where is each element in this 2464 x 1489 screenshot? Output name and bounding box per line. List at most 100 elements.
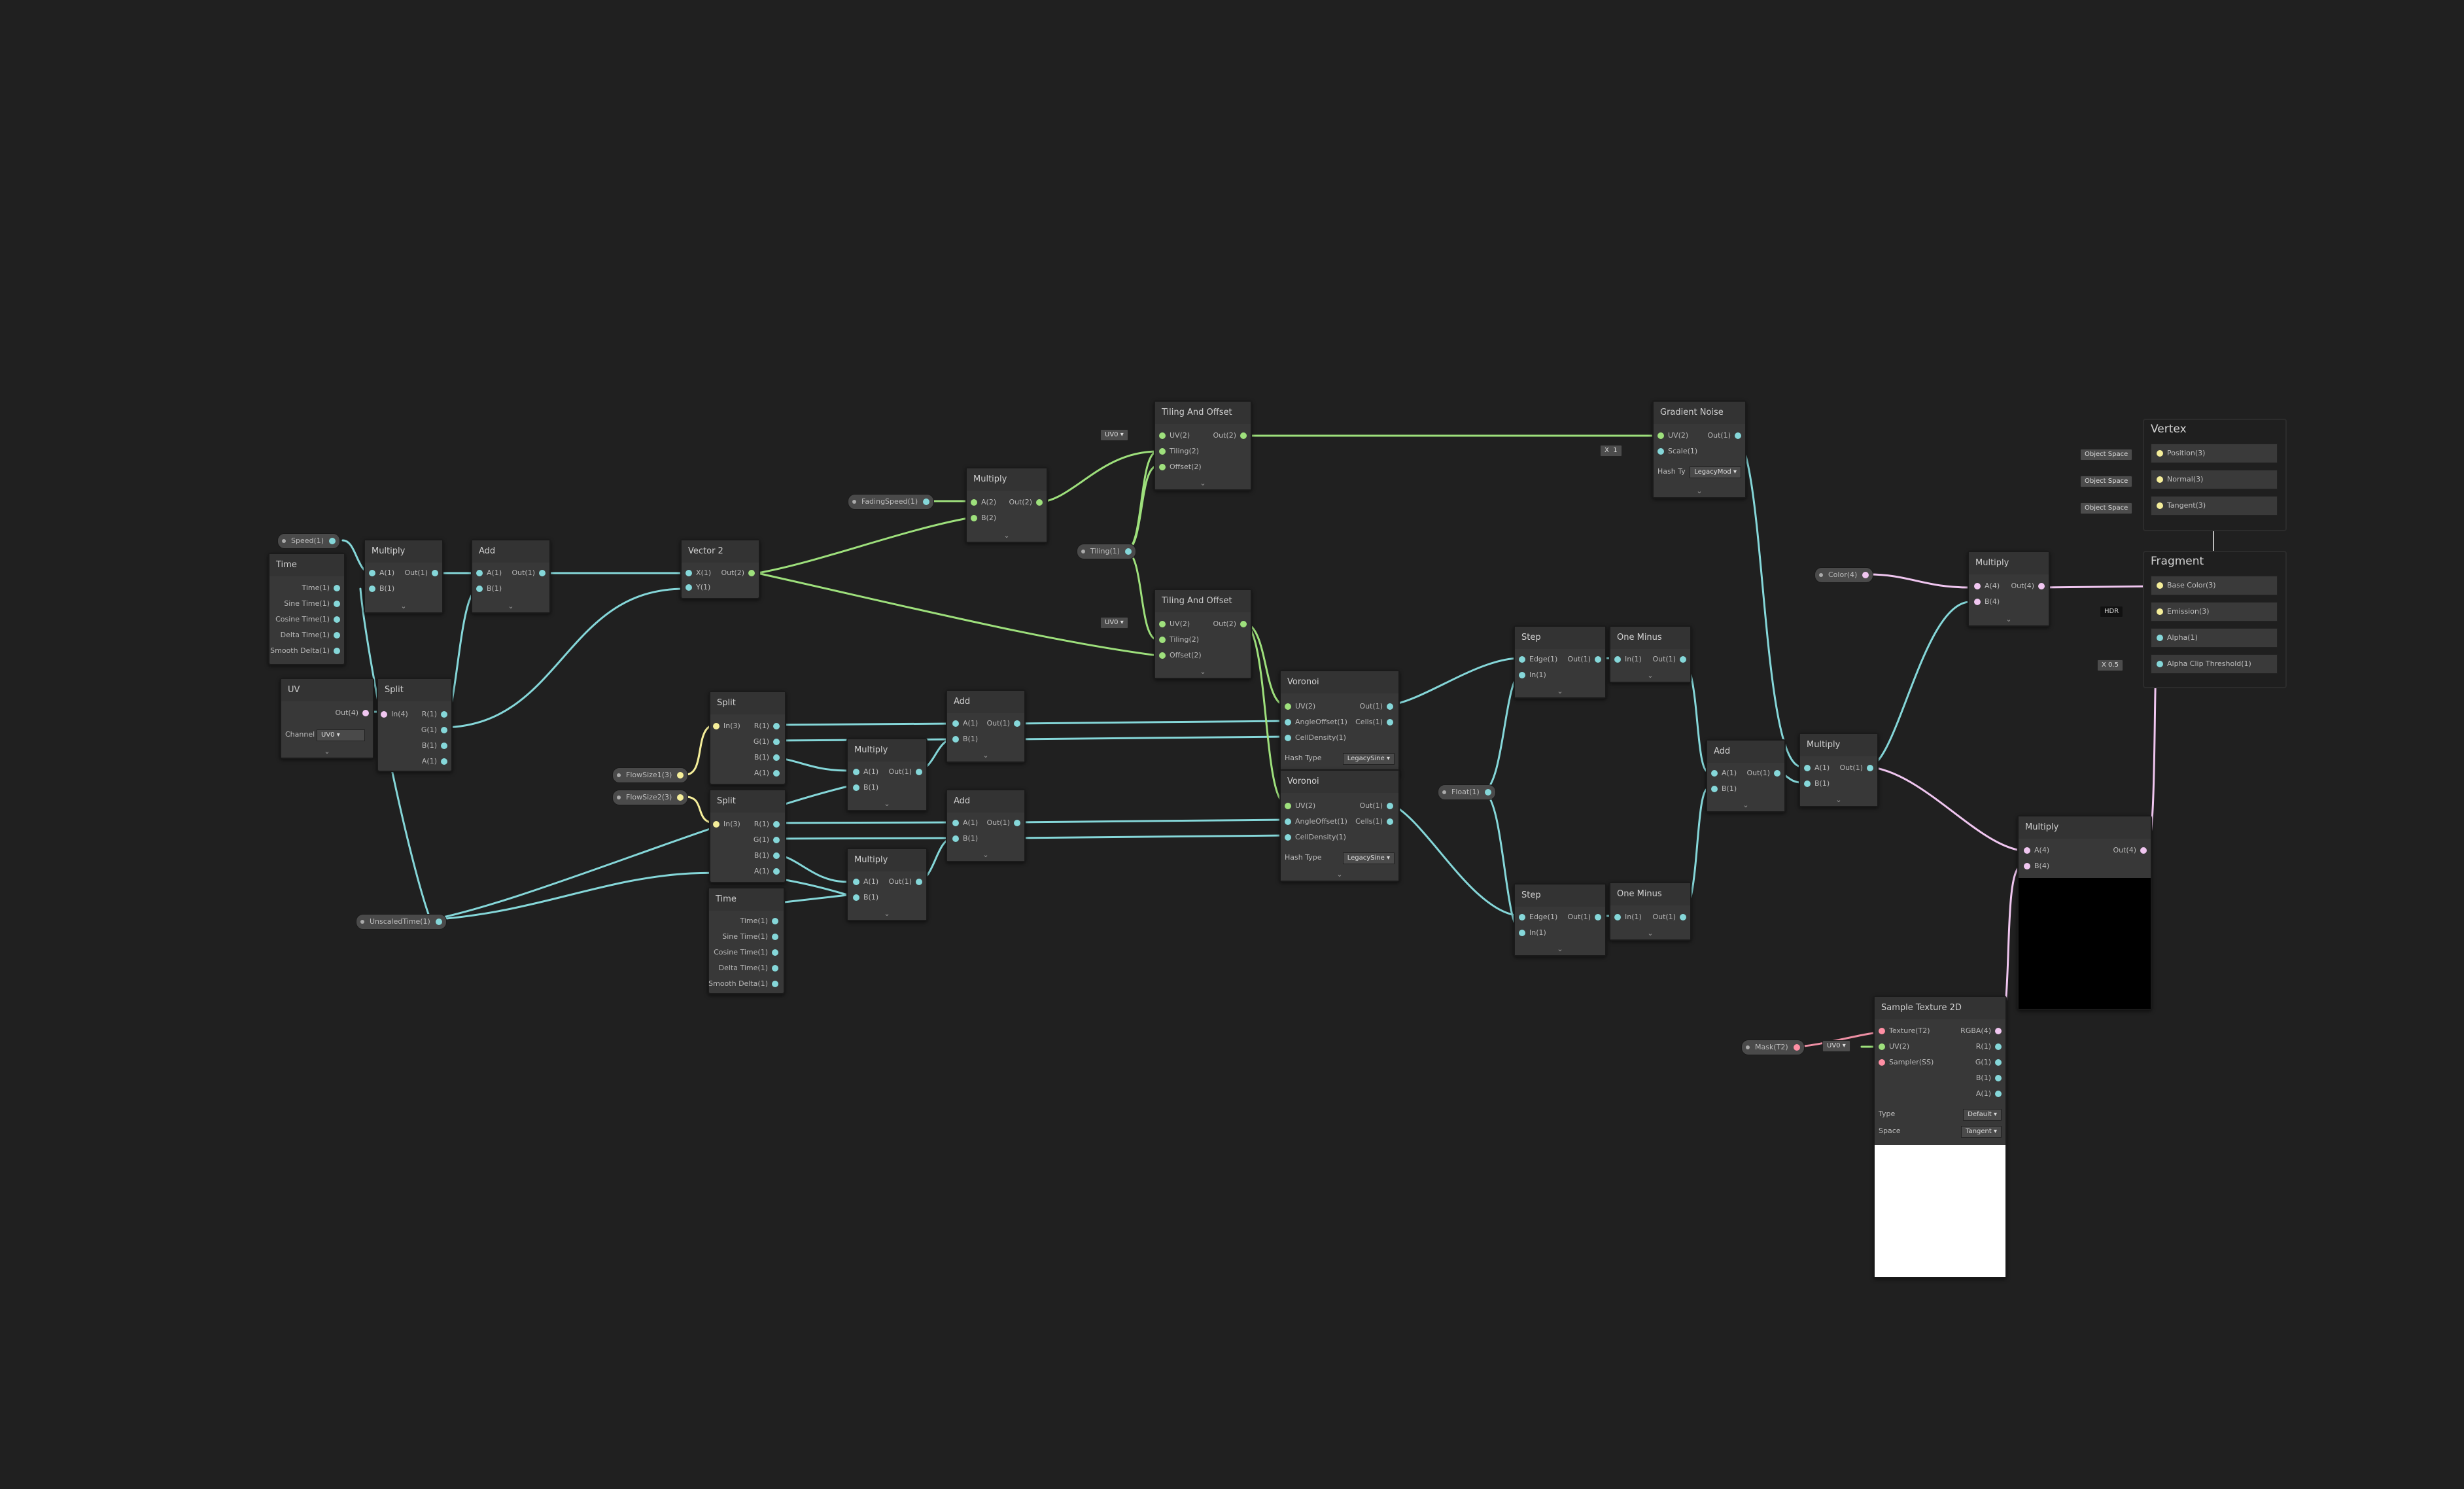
gradient-noise-node[interactable]: Gradient Noise UV(2) Scale(1) Out(1) Has… — [1652, 400, 1746, 499]
property-flow-size-2[interactable]: FlowSize2(3) — [612, 790, 689, 805]
fragment-block-alpha[interactable]: Alpha(1) — [2151, 628, 2278, 648]
type-dropdown[interactable]: Default ▾ — [1963, 1109, 2002, 1121]
chevron-down-icon[interactable]: ⌄ — [1654, 487, 1745, 497]
chevron-down-icon[interactable]: ⌄ — [1800, 796, 1877, 806]
output-port[interactable] — [2038, 583, 2045, 589]
output-port[interactable] — [677, 794, 684, 801]
output-port[interactable] — [1793, 1044, 1800, 1051]
multiply-node[interactable]: Multiply A(4) B(4) Out(4) ⌄ — [1968, 551, 2050, 627]
chevron-down-icon[interactable]: ⌄ — [1281, 870, 1398, 881]
output-port[interactable] — [1014, 720, 1020, 727]
input-port[interactable] — [1159, 652, 1166, 659]
step-node[interactable]: Step Edge(1) In(1) Out(1) ⌄ — [1514, 883, 1606, 956]
input-port[interactable] — [853, 769, 859, 775]
split-node[interactable]: Split In(3) R(1) G(1) B(1) A(1) — [709, 789, 786, 883]
property-float[interactable]: Float(1) — [1438, 784, 1496, 800]
fragment-context[interactable]: Fragment Base Color(3) Emission(3) Alpha… — [2143, 551, 2287, 688]
uv-chip[interactable]: UV0 ▾ — [1100, 429, 1128, 441]
output-port[interactable] — [772, 918, 778, 924]
one-minus-node[interactable]: One Minus In(1) Out(1) ⌄ — [1609, 625, 1692, 683]
add-node[interactable]: Add A(1) B(1) Out(1) ⌄ — [946, 789, 1026, 862]
multiply-node[interactable]: Multiply A(1) B(1) Out(1) ⌄ — [846, 738, 928, 811]
hash-type-dropdown[interactable]: LegacySine ▾ — [1342, 852, 1395, 864]
input-port[interactable] — [1159, 464, 1166, 470]
input-port[interactable] — [2024, 863, 2030, 869]
tiling-and-offset-node[interactable]: Tiling And Offset UV(2) Tiling(2) Offset… — [1154, 400, 1252, 491]
input-port[interactable] — [1285, 803, 1291, 809]
input-port[interactable] — [1519, 672, 1525, 678]
input-port[interactable] — [713, 723, 720, 729]
split-node[interactable]: Split In(3) R(1) G(1) B(1) A(1) — [709, 691, 786, 785]
fragment-block-alpha-clip[interactable]: Alpha Clip Threshold(1) — [2151, 654, 2278, 674]
input-port[interactable] — [1614, 914, 1621, 920]
vertex-context[interactable]: Vertex Position(3) Normal(3) Tangent(3) — [2143, 419, 2287, 531]
input-port[interactable] — [1974, 599, 1981, 605]
input-port[interactable] — [369, 570, 375, 576]
input-port[interactable] — [1711, 786, 1718, 792]
output-port[interactable] — [1862, 572, 1869, 578]
output-port[interactable] — [1774, 770, 1780, 777]
chevron-down-icon[interactable]: ⌄ — [1515, 687, 1605, 697]
chevron-down-icon[interactable]: ⌄ — [947, 751, 1024, 762]
output-port[interactable] — [1995, 1043, 2002, 1050]
add-node[interactable]: Add A(1) B(1) Out(1) ⌄ — [471, 539, 551, 614]
chevron-down-icon[interactable]: ⌄ — [1610, 929, 1690, 939]
sample-texture-2d-node[interactable]: Sample Texture 2D Texture(T2) UV(2) Samp… — [1873, 996, 2007, 1278]
output-port[interactable] — [1680, 656, 1686, 663]
output-port[interactable] — [1387, 803, 1393, 809]
chevron-down-icon[interactable]: ⌄ — [848, 909, 926, 920]
output-port[interactable] — [1240, 621, 1247, 627]
space-dropdown[interactable]: Tangent ▾ — [1961, 1126, 2002, 1138]
chevron-down-icon[interactable]: ⌄ — [365, 602, 442, 612]
input-port[interactable] — [1519, 914, 1525, 920]
input-port[interactable] — [971, 499, 977, 506]
output-port[interactable] — [1036, 499, 1043, 506]
output-port[interactable] — [334, 601, 340, 607]
output-port[interactable] — [334, 585, 340, 591]
input-port[interactable] — [2024, 847, 2030, 854]
output-port[interactable] — [1387, 719, 1393, 726]
tiling-and-offset-node[interactable]: Tiling And Offset UV(2) Tiling(2) Offset… — [1154, 589, 1252, 679]
input-port[interactable] — [1159, 448, 1166, 455]
input-port[interactable] — [1519, 930, 1525, 936]
chevron-down-icon[interactable]: ⌄ — [967, 531, 1047, 542]
input-port[interactable] — [1657, 448, 1664, 455]
step-node[interactable]: Step Edge(1) In(1) Out(1) ⌄ — [1514, 625, 1606, 699]
output-port[interactable] — [1014, 820, 1020, 826]
multiply-node[interactable]: Multiply A(1) B(1) Out(1) ⌄ — [1799, 733, 1879, 807]
input-port[interactable] — [476, 586, 483, 592]
input-port[interactable] — [853, 784, 859, 791]
input-port[interactable] — [1159, 432, 1166, 439]
chevron-down-icon[interactable]: ⌄ — [1707, 801, 1784, 811]
output-port[interactable] — [441, 727, 447, 733]
input-port[interactable] — [952, 820, 959, 826]
voronoi-node[interactable]: Voronoi UV(2) AngleOffset(1) CellDensity… — [1279, 670, 1400, 777]
output-port[interactable] — [916, 769, 922, 775]
property-color[interactable]: Color(4) — [1814, 567, 1874, 583]
vertex-block-normal[interactable]: Normal(3) — [2151, 470, 2278, 489]
output-port[interactable] — [432, 570, 438, 576]
chevron-down-icon[interactable]: ⌄ — [1155, 479, 1251, 489]
multiply-node[interactable]: Multiply A(2) B(2) Out(2) ⌄ — [965, 467, 1048, 543]
input-port[interactable] — [1159, 621, 1166, 627]
hash-type-dropdown[interactable]: LegacyMod ▾ — [1690, 466, 1741, 478]
input-port[interactable] — [1519, 656, 1525, 663]
output-port[interactable] — [773, 739, 780, 745]
input-port[interactable] — [1159, 637, 1166, 643]
scale-field[interactable]: X 1 — [1600, 445, 1622, 457]
time-node[interactable]: Time Time(1) Sine Time(1) Cosine Time(1)… — [268, 553, 345, 665]
one-minus-node[interactable]: One Minus In(1) Out(1) ⌄ — [1609, 882, 1692, 941]
output-port[interactable] — [772, 934, 778, 940]
input-port[interactable] — [952, 835, 959, 842]
output-port[interactable] — [1995, 1075, 2002, 1081]
property-speed[interactable]: Speed(1) — [277, 533, 341, 549]
output-port[interactable] — [539, 570, 546, 576]
input-port[interactable] — [1657, 432, 1664, 439]
add-node[interactable]: Add A(1) B(1) Out(1) ⌄ — [946, 690, 1026, 763]
input-port[interactable] — [1804, 765, 1811, 771]
output-port[interactable] — [1867, 765, 1873, 771]
property-mask[interactable]: Mask(T2) — [1741, 1040, 1805, 1055]
output-port[interactable] — [772, 949, 778, 956]
output-port[interactable] — [773, 868, 780, 875]
